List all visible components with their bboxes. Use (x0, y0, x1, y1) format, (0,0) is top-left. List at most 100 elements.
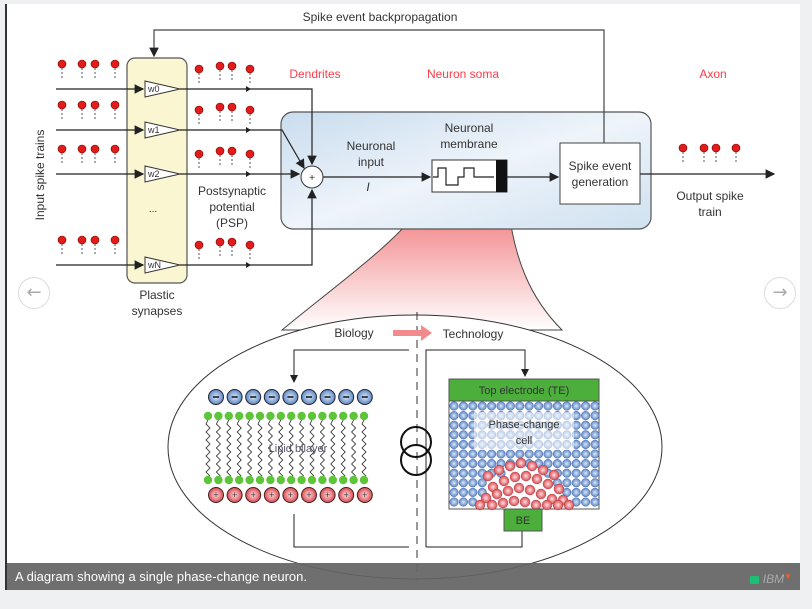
spike-dot (57, 235, 67, 245)
lipid-head (287, 475, 296, 485)
current-source-icon-lower (400, 444, 432, 476)
amorphous-atom (504, 460, 516, 472)
membrane-label-1: Neuronal (445, 121, 494, 135)
spike-dot (77, 144, 87, 154)
dendrites-label: Dendrites (289, 67, 340, 81)
lipid-head (359, 475, 369, 485)
crystalline-atom (581, 478, 591, 488)
lipid-tail (351, 419, 357, 477)
spike-dot (90, 59, 100, 69)
lipid-head (339, 411, 348, 421)
crystalline-atom (590, 430, 600, 440)
positive-ion (301, 487, 317, 503)
crystalline-atom (449, 401, 459, 411)
amorphous-atom (498, 475, 510, 487)
crystalline-atom (571, 459, 581, 469)
plus-icon: + (306, 490, 311, 500)
caption-text: A diagram showing a single phase-change … (15, 569, 307, 584)
crystalline-atom (571, 478, 581, 488)
output-spike-train-label-2: train (698, 205, 721, 219)
lipid-head (297, 411, 306, 421)
photo-credit[interactable]: IBM▼ (749, 563, 792, 590)
crystalline-atom (571, 449, 581, 459)
crystalline-atom (449, 439, 459, 449)
previous-slide-button[interactable]: ← (18, 277, 50, 309)
psp-arrow-icon (246, 127, 251, 133)
biology-to-technology-arrow (393, 325, 432, 341)
crystalline-atom (524, 401, 534, 411)
phase-change-label-2: cell (516, 435, 533, 447)
amorphous-atom (480, 492, 492, 504)
crystalline-atom (449, 497, 459, 507)
backprop-line (149, 29, 605, 143)
amorphous-atom (509, 471, 521, 483)
plus-icon: + (344, 490, 349, 500)
lipid-head (318, 475, 327, 485)
current-source-icon (400, 426, 432, 458)
crystalline-atom (458, 459, 468, 469)
amorphous-atom (482, 470, 494, 482)
crystalline-atom (468, 459, 478, 469)
amorphous-atom (515, 457, 527, 469)
crystalline-atom (458, 487, 468, 497)
lipid-head (349, 411, 358, 421)
membrane-box (431, 159, 508, 193)
lipid-head (359, 411, 369, 421)
plus-icon: + (269, 490, 274, 500)
crystalline-atom (458, 420, 468, 430)
psp-arrow-icon (246, 171, 251, 177)
synapse-weight-label: w2 (147, 169, 160, 179)
positive-ion (208, 487, 224, 503)
crystalline-atom (458, 401, 468, 411)
crystalline-atom (524, 449, 534, 459)
lipid-head (235, 411, 244, 421)
lipid-head (349, 475, 358, 485)
spike-dot (215, 102, 225, 112)
bottom-electrode (503, 508, 543, 532)
crystalline-atom (468, 449, 478, 459)
psp-label-1: Postsynaptic (198, 184, 266, 198)
spike-dot (77, 59, 87, 69)
crystalline-atom (590, 478, 600, 488)
lipid-head (307, 411, 317, 421)
synapse-ellipsis: ... (149, 204, 157, 215)
crystalline-atom (515, 449, 525, 459)
amorphous-atom (542, 478, 554, 490)
crystalline-atom (487, 449, 497, 459)
amorphous-atom (513, 482, 525, 494)
spike-generation-box (559, 142, 641, 205)
amorphous-atom (524, 484, 536, 496)
camera-icon (749, 576, 759, 584)
lipid-tail (319, 419, 325, 477)
lipid-head (328, 475, 337, 485)
spike-generation-label-1: Spike event (569, 159, 632, 173)
lipid-head (245, 411, 254, 421)
crystalline-atom (458, 430, 468, 440)
bio-circuit-top (290, 349, 409, 383)
crystalline-atom (449, 459, 459, 469)
crystalline-atom (543, 449, 553, 459)
lipid-tail (330, 419, 336, 477)
psp-arrow-icon (246, 262, 251, 268)
next-slide-button[interactable]: → (764, 277, 796, 309)
crystalline-atom (581, 439, 591, 449)
crystalline-atom (590, 487, 600, 497)
input-symbol: I (366, 180, 370, 194)
spike-dot (227, 146, 237, 156)
axon-label: Axon (699, 67, 726, 81)
lipid-head (203, 411, 213, 421)
slideshow-frame: Spike event backpropagation Input spike … (5, 4, 800, 590)
crystalline-atom (458, 411, 468, 421)
crystalline-atom (581, 487, 591, 497)
spike-dot (194, 149, 204, 159)
plus-icon: + (288, 490, 293, 500)
crystalline-atom (505, 449, 515, 459)
lipid-tail (267, 419, 273, 477)
crystalline-atom (496, 449, 506, 459)
amorphous-atom (526, 460, 538, 472)
lipid-head (224, 475, 233, 485)
amorphous-atom (520, 470, 532, 482)
membrane-bar (496, 160, 507, 192)
spike-dot (711, 143, 721, 153)
lipid-tail (278, 419, 284, 477)
